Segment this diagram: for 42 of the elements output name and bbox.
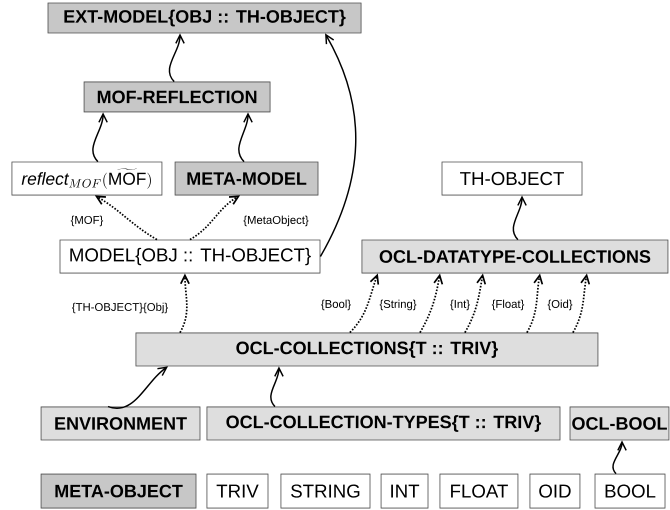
- arrow: [349, 273, 380, 334]
- edge-label: {Float}: [490, 298, 526, 311]
- edge-label: {Oid}: [546, 298, 574, 311]
- module-box: MODEL{OBJ :: TH-OBJECT}: [60, 240, 320, 274]
- arrow: [238, 112, 253, 162]
- module-box: ENVIRONMENT: [40, 406, 200, 440]
- arrow: [464, 273, 486, 333]
- module-box: OCL-COLLECTIONS{T :: TRIV}: [136, 332, 598, 366]
- module-box: BOOL: [594, 474, 666, 508]
- arrow: [168, 33, 185, 82]
- module-box: OCL-BOOL: [570, 406, 670, 440]
- arrow: [92, 112, 108, 162]
- module-box: $\mathit{reflect}_{MOF}(\widetilde{\mathrm{MOF}})$: [12, 162, 162, 196]
- edge-label: {MOF}: [70, 214, 104, 227]
- arrow: [270, 366, 284, 407]
- module-box: META-MODEL: [174, 162, 318, 196]
- module-box: OCL-DATATYPE-COLLECTIONS: [362, 240, 668, 274]
- module-box: OCL-COLLECTION-TYPES{T :: TRIV}: [206, 406, 560, 440]
- arrow: [572, 273, 590, 333]
- edge-label: {Bool}: [320, 298, 352, 311]
- arrow: [94, 195, 158, 240]
- module-box: MOF-REFLECTION: [84, 82, 270, 112]
- arrow: [190, 195, 240, 240]
- module-box: TH-OBJECT: [442, 162, 582, 196]
- edge-label: {String}: [378, 298, 418, 311]
- module-box: FLOAT: [440, 474, 518, 508]
- arrow: [526, 273, 544, 333]
- edge-label: {TH-OBJECT}{Obj}: [71, 302, 169, 314]
- module-box: OID: [530, 474, 580, 508]
- arrow: [320, 33, 356, 257]
- arrow: [512, 195, 527, 240]
- arrow: [612, 440, 627, 474]
- edge-label: {MetaObject}: [242, 214, 310, 227]
- arrow: [179, 273, 190, 333]
- module-box: STRING: [280, 474, 370, 508]
- module-box: TRIV: [206, 474, 268, 508]
- module-box: EXT-MODEL{OBJ :: TH-OBJECT}: [48, 2, 362, 34]
- module-box: META-OBJECT: [40, 474, 196, 508]
- arrow: [108, 366, 168, 409]
- module-box: INT: [380, 474, 428, 508]
- edge-label: {Int}: [449, 298, 471, 311]
- arrow: [419, 273, 444, 333]
